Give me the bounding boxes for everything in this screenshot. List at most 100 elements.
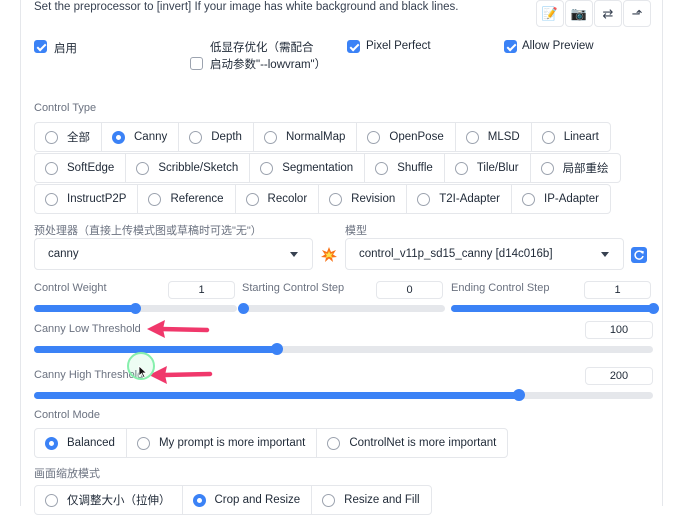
radio-icon — [329, 192, 343, 206]
camera-glyph: 📷 — [570, 5, 588, 21]
camera-icon[interactable]: 📷 — [565, 0, 593, 27]
option-label: InstructP2P — [67, 193, 127, 205]
cursor-highlight-icon — [127, 352, 155, 380]
radio-icon — [322, 493, 336, 507]
annotation-arrow-icon — [147, 320, 210, 338]
canny-low-slider[interactable] — [34, 343, 653, 355]
resize-mode-option[interactable]: Crop and Resize — [181, 485, 313, 515]
control-weight-slider[interactable] — [34, 302, 237, 314]
control-type-option[interactable]: Recolor — [234, 184, 320, 214]
control-mode-option[interactable]: My prompt is more important — [125, 428, 318, 458]
model-label: 模型 — [345, 225, 367, 237]
control-type-option[interactable]: Canny — [101, 122, 180, 152]
model-dropdown[interactable]: control_v11p_sd15_canny [d14c016b] — [345, 238, 624, 270]
option-label: ControlNet is more important — [349, 437, 497, 449]
radio-icon — [260, 161, 274, 175]
control-type-option[interactable]: Scribble/Sketch — [125, 153, 251, 183]
preprocessor-value: canny — [48, 248, 79, 260]
control-mode-option[interactable]: ControlNet is more important — [316, 428, 509, 458]
slider-thumb[interactable] — [270, 343, 283, 355]
control-type-option[interactable]: Reference — [137, 184, 236, 214]
radio-selected-icon — [112, 130, 125, 144]
panel-right-border — [662, 0, 663, 506]
option-label: Resize and Fill — [344, 494, 420, 506]
slider-fill — [451, 305, 653, 312]
starting-step-slider[interactable] — [237, 302, 445, 314]
option-label: Lineart — [563, 131, 599, 143]
annotation-arrow-icon — [149, 366, 213, 384]
swap-glyph: ⇄ — [602, 5, 614, 21]
option-label: SoftEdge — [67, 162, 115, 174]
slider-thumb[interactable] — [513, 389, 526, 401]
control-type-option[interactable]: 局部重绘 — [529, 153, 621, 183]
control-weight-label: Control Weight — [34, 282, 107, 294]
pixel-perfect-checkbox[interactable] — [347, 40, 360, 53]
slider-thumb[interactable] — [130, 302, 141, 314]
control-type-option[interactable]: 全部 — [34, 122, 102, 152]
canny-high-slider[interactable] — [34, 389, 653, 401]
control-type-option[interactable]: IP-Adapter — [511, 184, 611, 214]
control-mode-option[interactable]: Balanced — [34, 428, 127, 458]
control-type-row-1: 全部 Canny Depth NormalMap OpenPose MLSD L… — [34, 122, 611, 152]
dropdown-arrow-icon — [290, 252, 298, 257]
control-type-label: Control Type — [34, 102, 97, 114]
control-type-row-2: SoftEdge Scribble/Sketch Segmentation Sh… — [34, 153, 621, 183]
option-label: Shuffle — [397, 162, 433, 174]
slider-fill — [34, 305, 136, 312]
option-label: T2I-Adapter — [439, 193, 500, 205]
control-type-option[interactable]: Segmentation — [249, 153, 366, 183]
allow-preview-checkbox[interactable] — [504, 40, 517, 53]
radio-selected-icon — [45, 436, 58, 450]
option-label: OpenPose — [389, 131, 444, 143]
control-type-option[interactable]: Shuffle — [364, 153, 445, 183]
resize-mode-option[interactable]: 仅调整大小（拉伸） — [34, 485, 183, 515]
refresh-icon[interactable] — [631, 247, 647, 263]
control-type-option[interactable]: Lineart — [530, 122, 611, 152]
hint-text: Set the preprocessor to [invert] If your… — [34, 1, 459, 13]
radio-icon — [417, 192, 431, 206]
canny-low-label: Canny Low Threshold — [34, 323, 141, 335]
canny-low-input[interactable]: 100 — [585, 321, 653, 339]
option-label: Balanced — [67, 437, 115, 449]
control-type-option[interactable]: Tile/Blur — [443, 153, 531, 183]
ending-step-input[interactable]: 1 — [584, 281, 651, 299]
option-label: Segmentation — [282, 162, 354, 174]
low-vram-checkbox[interactable] — [190, 57, 203, 70]
slider-thumb[interactable] — [237, 302, 249, 314]
pixel-perfect-label: Pixel Perfect — [366, 40, 431, 52]
preprocessor-dropdown[interactable]: canny — [34, 238, 313, 270]
radio-icon — [148, 192, 162, 206]
control-type-option[interactable]: InstructP2P — [34, 184, 139, 214]
control-type-option[interactable]: OpenPose — [356, 122, 456, 152]
radio-icon — [136, 161, 150, 175]
ending-step-label: Ending Control Step — [451, 282, 550, 294]
control-type-option[interactable]: Revision — [318, 184, 408, 214]
up-arrow-icon[interactable]: ⬏ — [623, 0, 651, 27]
ending-step-slider[interactable] — [451, 302, 659, 314]
control-type-option[interactable]: MLSD — [454, 122, 532, 152]
control-type-option[interactable]: SoftEdge — [34, 153, 127, 183]
option-label: Depth — [211, 131, 242, 143]
explosion-icon[interactable] — [320, 246, 338, 264]
enable-checkbox[interactable] — [34, 40, 47, 53]
radio-selected-icon — [192, 493, 206, 507]
option-label: MLSD — [487, 131, 520, 143]
control-weight-input[interactable]: 1 — [168, 281, 235, 299]
option-label: Canny — [134, 131, 168, 143]
resize-mode-label: 画面缩放模式 — [34, 468, 100, 480]
control-type-option[interactable]: NormalMap — [252, 122, 358, 152]
up-glyph: ⬏ — [631, 5, 643, 21]
swap-arrows-icon[interactable]: ⇄ — [594, 0, 622, 27]
slider-fill — [34, 346, 277, 353]
option-label: NormalMap — [285, 131, 346, 143]
slider-thumb[interactable] — [647, 302, 659, 314]
canny-high-input[interactable]: 200 — [585, 367, 653, 385]
option-label: IP-Adapter — [544, 193, 599, 205]
memo-icon[interactable]: 📝 — [536, 0, 564, 27]
control-type-option[interactable]: Depth — [178, 122, 254, 152]
option-label: Revision — [351, 193, 396, 205]
starting-step-input[interactable]: 0 — [376, 281, 443, 299]
control-type-option[interactable]: T2I-Adapter — [406, 184, 512, 214]
resize-mode-option[interactable]: Resize and Fill — [311, 485, 432, 515]
panel-left-border — [20, 0, 21, 506]
